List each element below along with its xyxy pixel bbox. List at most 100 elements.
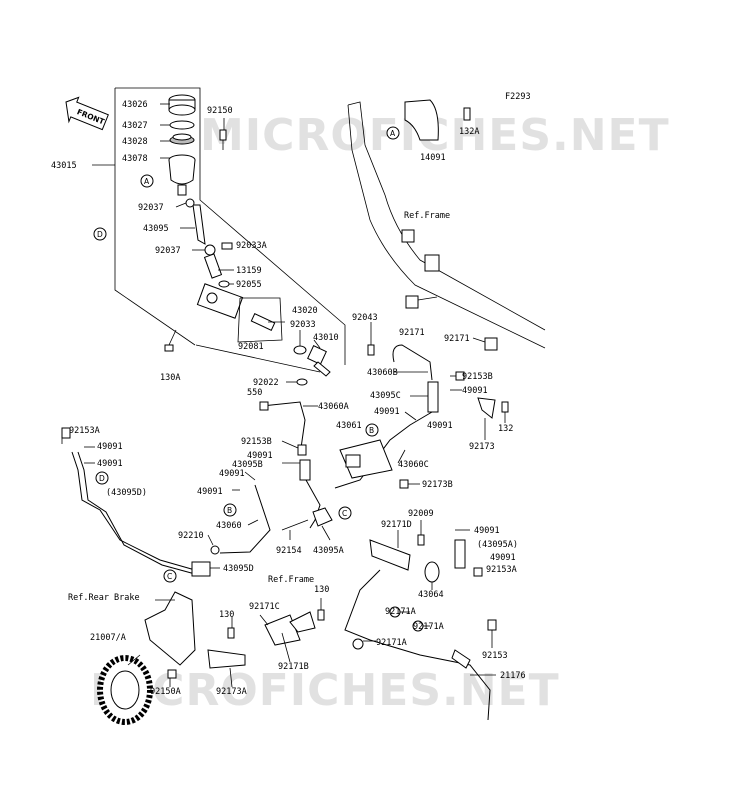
label-92009: 92009: [408, 509, 434, 519]
svg-text:B: B: [369, 426, 374, 435]
label-92171B: 92171B: [278, 662, 309, 672]
front-arrow-icon: FRONT: [65, 96, 109, 131]
joint-13159: [203, 253, 223, 279]
push-rod-43010: [307, 345, 331, 377]
label-43095C: 43095C: [370, 391, 401, 401]
reservoir-tank: [168, 154, 196, 196]
clamp-92210: [210, 545, 220, 555]
label-43095: 43095: [143, 224, 169, 234]
sensor-lead-21176: [344, 569, 491, 721]
piston-kit-43020: [237, 297, 283, 343]
label-21176: 21176: [500, 671, 526, 681]
label-92043: 92043: [352, 313, 378, 323]
bolt-92153A-r: [473, 567, 483, 577]
bolt-92153A-l: [61, 427, 71, 439]
label-92173: 92173: [469, 442, 495, 452]
label-ref-rear-brake: Ref.Rear Brake: [68, 593, 140, 603]
diaphragm: [169, 133, 195, 145]
bracket-92173A: [207, 649, 246, 669]
label-14091: 14091: [420, 153, 446, 163]
abs-unit-43061: [339, 439, 393, 479]
label-13159: 13159: [236, 266, 262, 276]
label-49091-h: 49091: [197, 487, 223, 497]
label-49091-i: 49091: [474, 526, 500, 536]
callout-c-left: C: [163, 569, 177, 583]
label-49091-e: 49091: [97, 459, 123, 469]
label-43027: 43027: [122, 121, 148, 131]
label-49091-c: 49091: [427, 421, 453, 431]
circlip-92033: [293, 345, 307, 355]
label-92037-top: 92037: [138, 203, 164, 213]
label-92171A-c: 92171A: [376, 638, 407, 648]
label-49091-j: 49091: [490, 553, 516, 563]
label-43095A-p: (43095A): [477, 540, 518, 550]
sensor-rotor-21007A: [97, 655, 153, 725]
svg-text:A: A: [390, 129, 396, 138]
label-43010: 43010: [313, 333, 339, 343]
label-132A: 132A: [459, 127, 479, 137]
label-49091-b: 49091: [374, 407, 400, 417]
brake-pipe-43060: [219, 484, 271, 554]
part-labels: 43026 43027 43028 43078 92150 43015 9203…: [51, 100, 526, 697]
frame-member: [347, 101, 546, 349]
grommet-92173B: [399, 479, 409, 489]
screw-132A: [463, 107, 471, 121]
label-43060A: 43060A: [318, 402, 349, 412]
clamp-92037-top: [185, 198, 195, 208]
oring-92055: [218, 280, 230, 288]
brake-hose-43060C: [334, 411, 433, 489]
banjo-43095D: [191, 561, 211, 577]
label-92153: 92153: [482, 651, 508, 661]
svg-text:D: D: [99, 474, 105, 483]
frame-bracket-14091: [404, 99, 439, 141]
label-43026: 43026: [122, 100, 148, 110]
label-130A: 130A: [160, 373, 180, 383]
label-43095D-p: (43095D): [106, 488, 147, 498]
label-ref-frame-top: Ref.Frame: [404, 211, 450, 221]
bolt-92154: [281, 519, 309, 531]
master-cylinder-body: [196, 283, 244, 319]
label-43095D: 43095D: [223, 564, 254, 574]
label-92081: 92081: [238, 342, 264, 352]
label-43060B: 43060B: [367, 368, 398, 378]
callout-a-right: A: [386, 126, 400, 140]
clamp-92171-a: [405, 295, 419, 309]
clip-92033A: [221, 242, 233, 250]
label-92171A-a: 92171A: [385, 607, 416, 617]
label-92171-b: 92171: [444, 334, 470, 344]
label-43015: 43015: [51, 161, 77, 171]
label-21007A: 21007/A: [90, 633, 126, 643]
bolt-92150A: [167, 669, 177, 679]
sensor-head: [451, 649, 471, 669]
label-49091-a: 49091: [462, 386, 488, 396]
label-43060: 43060: [216, 521, 242, 531]
callout-a-left: A: [140, 174, 154, 188]
label-92153A-r: 92153A: [486, 565, 517, 575]
screw-130-b: [227, 627, 235, 639]
callout-b-left: B: [223, 503, 237, 517]
label-43095B: 43095B: [232, 460, 263, 470]
grommet-43064: [424, 561, 440, 583]
label-550: 550: [247, 388, 262, 398]
label-92022: 92022: [253, 378, 279, 388]
bracket-92173: [477, 397, 496, 419]
callout-c-right: C: [338, 506, 352, 520]
hose-43095A-joint: [312, 507, 333, 527]
washer-92022: [296, 378, 308, 386]
label-92033A: 92033A: [236, 241, 267, 251]
label-92153B-r: 92153B: [462, 372, 493, 382]
label-43020: 43020: [292, 306, 318, 316]
bolt-92153: [487, 619, 497, 631]
label-92173A: 92173A: [216, 687, 247, 697]
brake-hose-43095D: [71, 451, 196, 571]
label-132: 132: [498, 424, 513, 434]
hose-43095: [192, 204, 206, 245]
label-92153A-l: 92153A: [69, 426, 100, 436]
label-43078: 43078: [122, 154, 148, 164]
screw-130-a: [317, 609, 325, 621]
label-49091-g: 49091: [219, 469, 245, 479]
caliper-bracket: [144, 591, 196, 666]
bracket-92171D: [369, 539, 411, 571]
